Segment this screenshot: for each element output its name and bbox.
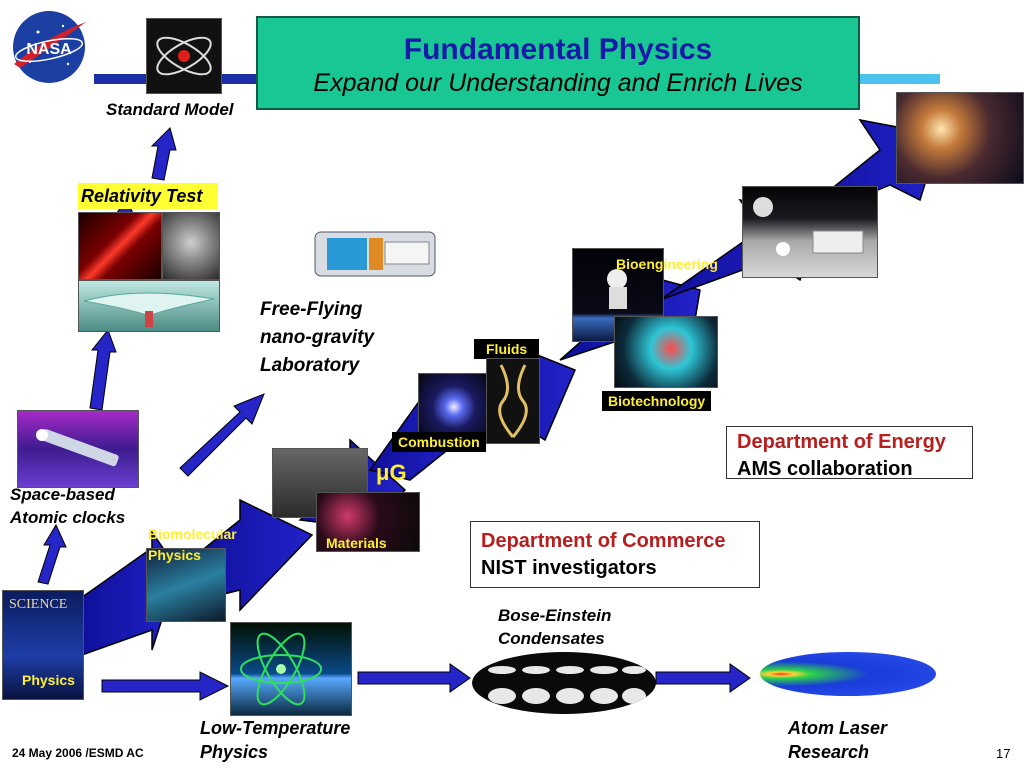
atom-laser-image — [760, 652, 936, 696]
title-box: Fundamental Physics Expand our Understan… — [256, 16, 860, 110]
einstein-portrait — [162, 212, 220, 280]
label-low-temp-1: Low-Temperature — [200, 718, 351, 738]
label-space-clocks-1: Space-based — [10, 485, 115, 504]
label-free-flying-2: nano-gravity — [260, 327, 375, 348]
science-cover-image: SCIENCE — [2, 590, 84, 700]
page-subtitle: Expand our Understanding and Enrich Live… — [313, 69, 803, 97]
relativity-image-laser — [78, 212, 162, 280]
doc-investigators: NIST investigators — [481, 557, 657, 579]
label-relativity-test: Relativity Test — [78, 183, 218, 209]
low-temp-image — [230, 622, 352, 716]
doe-collaboration: AMS collaboration — [737, 458, 913, 480]
header-band-light — [858, 74, 940, 84]
partner-box-doe: Department of Energy AMS collaboration — [726, 426, 973, 480]
label-free-flying-3: Laboratory — [260, 355, 360, 376]
label-biotechnology: Biotechnology — [602, 391, 712, 411]
nasa-logo: NASA — [8, 6, 90, 88]
biotech-image — [614, 316, 718, 388]
materials-image — [316, 492, 420, 552]
label-biomolecular-1: Biomolecular — [148, 526, 237, 542]
bottom-arrows — [101, 663, 751, 701]
page-number: 17 — [996, 746, 1011, 761]
nebula-image — [896, 92, 1024, 184]
label-biomolecular-2: Physics — [148, 547, 201, 563]
label-bec-1: Bose-Einstein — [498, 606, 612, 625]
label-combustion: Combustion — [392, 432, 486, 452]
biomolecular-image — [146, 548, 226, 622]
science-cover-title: SCIENCE — [9, 597, 68, 612]
partner-box-doc: Department of Commerce NIST investigator… — [470, 521, 760, 588]
spacetime-warp-image — [78, 280, 220, 332]
page-title: Fundamental Physics — [403, 33, 713, 66]
fluids-image — [486, 358, 540, 444]
combustion-image — [418, 373, 490, 441]
bec-image — [472, 652, 656, 714]
footer-date: 24 May 2006 /ESMD AC — [12, 746, 144, 760]
label-atom-laser-1: Atom Laser — [788, 718, 888, 738]
label-bioengineering: Bioengineering — [616, 256, 718, 272]
doe-org: Department of Energy — [737, 431, 946, 453]
label-low-temp-2: Physics — [200, 742, 269, 762]
doc-org: Department of Commerce — [481, 530, 726, 552]
label-atom-laser-2: Research — [788, 742, 870, 762]
label-free-flying-1: Free-Flying — [260, 299, 363, 320]
label-space-clocks-2: Atomic clocks — [10, 508, 126, 527]
label-bec-2: Condensates — [498, 629, 605, 648]
label-fluids: Fluids — [474, 339, 540, 359]
label-micro-g: μG — [376, 460, 407, 485]
label-standard-model: Standard Model — [106, 100, 234, 119]
free-flying-lab-image — [305, 212, 443, 292]
label-physics: Physics — [22, 672, 75, 688]
label-materials: Materials — [326, 535, 387, 551]
standard-model-image — [146, 18, 222, 94]
lunar-base-image — [742, 186, 878, 278]
space-clock-image — [17, 410, 139, 488]
nasa-logo-text: NASA — [26, 41, 72, 58]
